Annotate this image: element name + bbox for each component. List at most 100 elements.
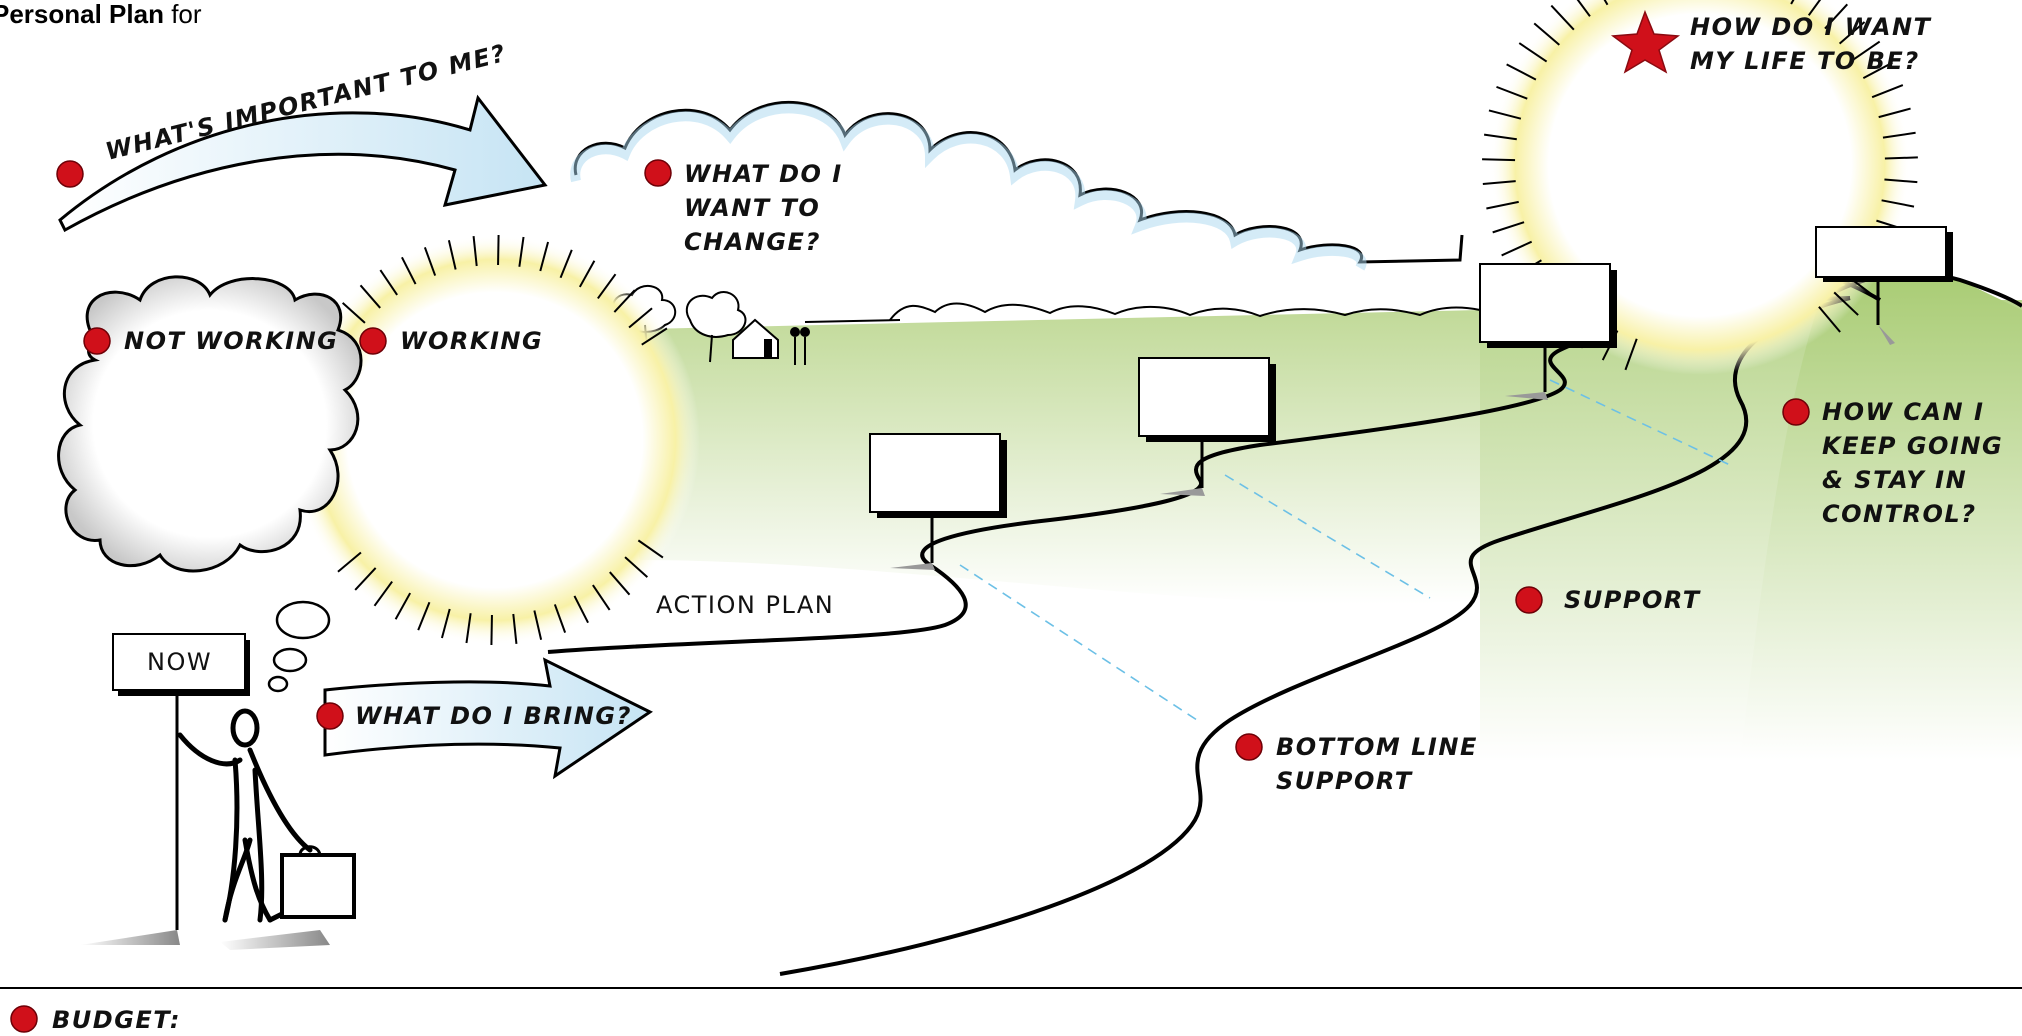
page-title-bold: Personal Plan bbox=[0, 0, 164, 29]
bullet-icon bbox=[1515, 586, 1543, 614]
label-life: HOW DO I WANT MY LIFE TO BE? bbox=[1690, 13, 1941, 75]
sun-ray bbox=[440, 608, 451, 639]
sun-ray bbox=[354, 567, 377, 591]
sun-ray bbox=[1603, 0, 1609, 6]
sun-ray bbox=[1496, 85, 1528, 100]
bullet-icon bbox=[56, 160, 84, 188]
sun-ray bbox=[609, 571, 631, 596]
sun-ray bbox=[613, 289, 636, 313]
sun-ray bbox=[1488, 109, 1522, 120]
sun-ray bbox=[512, 613, 518, 644]
working-sun bbox=[290, 235, 700, 645]
sun-ray bbox=[465, 613, 472, 644]
sun-ray bbox=[1878, 107, 1911, 119]
sun-ray bbox=[379, 269, 398, 296]
sun-ray bbox=[1807, 0, 1822, 16]
label-change: WHAT DO I WANT TO CHANGE? bbox=[684, 160, 853, 256]
page-title-rest: for bbox=[164, 0, 202, 29]
sun-ray bbox=[1833, 291, 1859, 316]
label-keep-going: HOW CAN I KEEP GOING & STAY IN CONTROL? bbox=[1822, 398, 2013, 528]
label-support: SUPPORT bbox=[1564, 586, 1701, 614]
sun-ray bbox=[1884, 156, 1918, 160]
sun-ray bbox=[559, 249, 573, 279]
sun-ray bbox=[1884, 178, 1918, 184]
sun-ray bbox=[628, 307, 653, 329]
bullets bbox=[10, 159, 1810, 1033]
sun-ray bbox=[592, 584, 611, 611]
sun-ray bbox=[1486, 200, 1519, 210]
label-bottom-line-1: BOTTOM LINE bbox=[1276, 733, 1478, 761]
sun-ray bbox=[637, 539, 664, 559]
label-not-working: NOT WORKING bbox=[124, 327, 338, 355]
sun-ray bbox=[539, 241, 550, 272]
label-bottom-line: BOTTOM LINE SUPPORT bbox=[1276, 733, 1488, 795]
sun-ray bbox=[1882, 131, 1916, 139]
road bbox=[547, 296, 1851, 976]
sun-ray bbox=[1824, 3, 1849, 30]
sun-ray bbox=[359, 284, 381, 309]
sun-ray bbox=[573, 595, 589, 624]
sun-ray bbox=[1550, 4, 1575, 31]
sign-2 bbox=[1138, 357, 1276, 496]
sun-ray bbox=[373, 580, 393, 607]
label-keep-going-1: HOW CAN I bbox=[1822, 398, 1984, 426]
sun-ray bbox=[1506, 63, 1537, 81]
sun-ray bbox=[553, 604, 567, 633]
sun-ray bbox=[423, 247, 437, 276]
sun-ray bbox=[1838, 21, 1866, 45]
bullet-icon bbox=[1782, 398, 1810, 426]
bullet-icon bbox=[644, 159, 672, 187]
sun-ray bbox=[417, 601, 431, 631]
bullet-icon bbox=[359, 327, 387, 355]
sun-ray bbox=[597, 273, 617, 300]
sun-ray bbox=[1482, 180, 1516, 185]
sun-ray bbox=[1624, 338, 1638, 371]
bullet-icon bbox=[10, 1005, 38, 1033]
road-edge-right bbox=[779, 296, 1851, 976]
sun-ray bbox=[337, 551, 362, 573]
not-working-cloud bbox=[57, 275, 363, 573]
important-arrow bbox=[58, 94, 548, 233]
sun-ray bbox=[533, 610, 543, 640]
sun-ray bbox=[1483, 133, 1517, 141]
sign-3 bbox=[1479, 263, 1617, 400]
sign-1 bbox=[869, 433, 1007, 570]
sign-4 bbox=[1815, 226, 1953, 345]
sun-ray bbox=[1482, 158, 1516, 162]
label-action-plan: ACTION PLAN bbox=[656, 591, 834, 619]
label-change-line-2: WANT TO bbox=[684, 194, 820, 222]
sun-ray bbox=[1518, 42, 1548, 63]
dashed-lines bbox=[959, 379, 1731, 723]
label-life-line-1: HOW DO I WANT bbox=[1690, 13, 1932, 41]
label-budget: BUDGET: bbox=[52, 1006, 181, 1034]
page-title: Personal Plan for bbox=[0, 0, 202, 29]
sun-ray bbox=[641, 327, 668, 346]
label-bottom-line-2: SUPPORT bbox=[1276, 767, 1413, 795]
label-keep-going-4: CONTROL? bbox=[1822, 500, 1977, 528]
bullet-icon bbox=[83, 327, 111, 355]
now-sign bbox=[80, 633, 250, 945]
sun-ray bbox=[1533, 22, 1560, 46]
far-hill bbox=[1740, 273, 2022, 760]
sun-ray bbox=[341, 302, 366, 324]
sun-ray bbox=[394, 592, 412, 620]
treeline bbox=[889, 302, 1481, 321]
bullet-icon bbox=[1235, 733, 1263, 761]
label-working: WORKING bbox=[400, 327, 543, 355]
label-change-line-1: WHAT DO I bbox=[684, 160, 843, 188]
thought-bubbles bbox=[267, 600, 331, 693]
label-change-line-3: CHANGE? bbox=[684, 228, 821, 256]
road-edge-left bbox=[547, 296, 1851, 654]
label-keep-going-2: KEEP GOING bbox=[1822, 432, 2003, 460]
sun-ray bbox=[624, 556, 649, 578]
sun-ray bbox=[472, 236, 478, 267]
sky-clouds bbox=[570, 100, 1464, 271]
label-bring: WHAT DO I BRING? bbox=[355, 702, 632, 730]
sun-ray bbox=[1501, 240, 1533, 257]
signposts bbox=[80, 226, 1953, 945]
sun-ray bbox=[578, 260, 596, 288]
sun-ray bbox=[518, 236, 525, 267]
sun-ray bbox=[497, 235, 500, 266]
bring-arrow bbox=[323, 657, 653, 780]
